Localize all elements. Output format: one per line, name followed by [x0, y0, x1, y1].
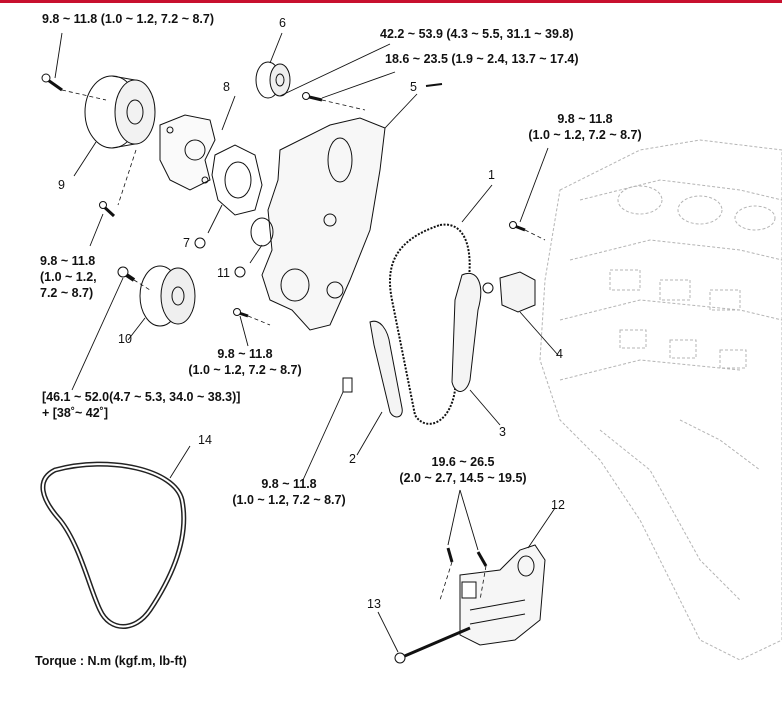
bolt-bracket-a — [446, 547, 454, 563]
engine-block-outline — [539, 139, 782, 661]
torque-label-left-bolt-line3: 7.2 ~ 8.7) — [40, 286, 94, 300]
callout-10: 10 — [118, 332, 132, 346]
callout-4: 4 — [556, 347, 563, 361]
bolt-cover-lower — [233, 308, 249, 318]
callout-7: 7 — [183, 236, 190, 250]
bolt-13 — [394, 626, 471, 664]
torque-label-crankshaft-line2: + [38˚~ 42˚] — [42, 406, 109, 420]
drive-belt-14 — [40, 461, 187, 629]
callout-1: 1 — [488, 168, 495, 182]
torque-label-pulley-bolt: 9.8 ~ 11.8 (1.0 ~ 1.2, 7.2 ~ 8.7) — [42, 12, 215, 26]
bolt-water-pump-pulley — [41, 73, 63, 92]
bracket-12 — [459, 544, 546, 646]
water-pump-8 — [159, 114, 216, 191]
chain-guide-2 — [369, 320, 403, 418]
torque-label-cover-bolt: 18.6 ~ 23.5 (1.9 ~ 2.4, 13.7 ~ 17.4) — [385, 52, 579, 66]
bolt-cover-top — [302, 92, 323, 102]
idler-pulley-6 — [255, 61, 291, 99]
units-note: Torque : N.m (kgf.m, lb-ft) — [35, 654, 187, 668]
alignment-lines — [61, 89, 546, 601]
o-ring-marker-7 — [194, 237, 206, 249]
callout-11: 11 — [217, 266, 230, 280]
callout-12: 12 — [551, 498, 565, 512]
torque-label-left-bolt-line2: (1.0 ~ 1.2, — [40, 270, 97, 284]
timing-chain-cover-5 — [261, 117, 386, 331]
callout-8: 8 — [223, 80, 230, 94]
callout-5: 5 — [410, 80, 417, 94]
callout-13: 13 — [367, 597, 381, 611]
callout-14: 14 — [198, 433, 212, 447]
timing-chain-1 — [388, 223, 471, 425]
gasket-7 — [211, 144, 263, 216]
torque-label-crankshaft-line1: [46.1 ~ 52.0(4.7 ~ 5.3, 34.0 ~ 38.3)] — [42, 390, 241, 404]
water-pump-pulley-9 — [84, 75, 156, 149]
torque-label-right-bolt-line1: 9.8 ~ 11.8 — [557, 112, 613, 126]
leader-lines — [54, 32, 559, 653]
header-accent-bar — [0, 0, 782, 3]
bolt-crankshaft — [117, 266, 136, 282]
crankshaft-pulley-10 — [139, 265, 196, 327]
callout-9: 9 — [58, 178, 65, 192]
bolt-cover-small — [425, 83, 443, 87]
torque-label-bracket-line2: (2.0 ~ 2.7, 14.5 ~ 19.5) — [399, 471, 527, 485]
torque-label-bracket-line1: 19.6 ~ 26.5 — [431, 455, 495, 469]
bolt-left-middle — [99, 201, 116, 218]
torque-label-guide-line1: 9.8 ~ 11.8 — [261, 477, 317, 491]
o-ring-marker-11 — [234, 266, 246, 278]
torque-label-right-bolt-line2: (1.0 ~ 1.2, 7.2 ~ 8.7) — [528, 128, 642, 142]
oil-seal-11 — [250, 217, 274, 247]
tensioner-arm-3 — [451, 272, 482, 392]
tensioner-4 — [482, 271, 536, 313]
bolt-right — [509, 221, 526, 232]
callout-3: 3 — [499, 425, 506, 439]
torque-label-idler-pulley: 42.2 ~ 53.9 (4.3 ~ 5.5, 31.1 ~ 39.8) — [380, 27, 574, 41]
bolt-guide — [342, 377, 353, 393]
torque-label-left-bolt-line1: 9.8 ~ 11.8 — [40, 254, 96, 268]
torque-label-lower-cover-line1: 9.8 ~ 11.8 — [217, 347, 273, 361]
bolt-bracket-b — [476, 551, 488, 567]
callout-2: 2 — [349, 452, 356, 466]
torque-label-lower-cover-line2: (1.0 ~ 1.2, 7.2 ~ 8.7) — [188, 363, 302, 377]
torque-label-guide-line2: (1.0 ~ 1.2, 7.2 ~ 8.7) — [232, 493, 346, 507]
callout-6: 6 — [279, 16, 286, 30]
